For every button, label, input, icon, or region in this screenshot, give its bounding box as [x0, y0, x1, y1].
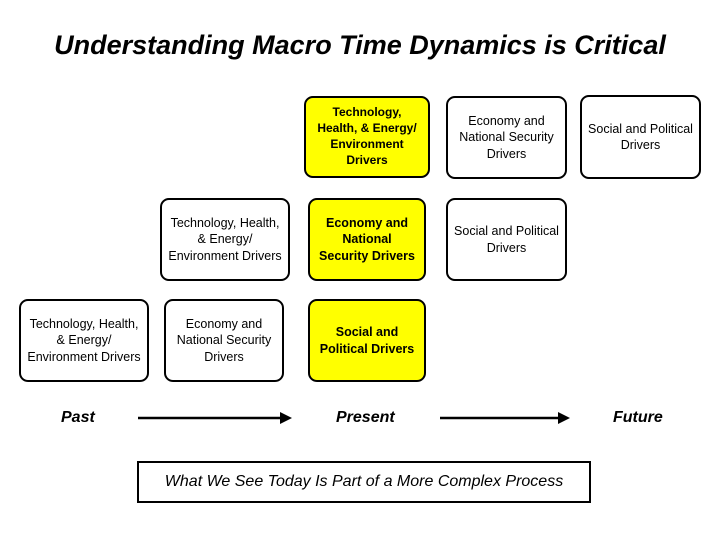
box-future-economy: Economy and National Security Drivers — [446, 96, 567, 179]
box-future-social-mid: Social and Political Drivers — [446, 198, 567, 281]
box-present-social-text: Social and Political Drivers — [319, 325, 415, 356]
box-mid-technology-text: Technology, Health, & Energy/ Environmen… — [168, 215, 282, 263]
timeline-present-label: Present — [336, 409, 395, 426]
box-present-technology-text: Technology, Health, & Energy/ Environmen… — [317, 105, 417, 167]
box-mid-technology: Technology, Health, & Energy/ Environmen… — [160, 198, 290, 281]
box-present-technology: Technology, Health, & Energy/ Environmen… — [304, 96, 430, 178]
timeline-arrow-right — [440, 412, 570, 424]
box-past-economy: Economy and National Security Drivers — [164, 299, 284, 382]
box-past-technology: Technology, Health, & Energy/ Environmen… — [19, 299, 149, 382]
timeline-arrow-left — [138, 412, 292, 424]
timeline-future-label: Future — [613, 409, 663, 426]
box-future-social-top: Social and Political Drivers — [580, 95, 701, 179]
box-past-economy-text: Economy and National Security Drivers — [176, 316, 272, 364]
timeline-past-label: Past — [61, 409, 95, 426]
summary-banner: What We See Today Is Part of a More Comp… — [137, 461, 591, 503]
box-future-economy-text: Economy and National Security Drivers — [459, 113, 554, 161]
box-future-social-top-text: Social and Political Drivers — [588, 121, 693, 153]
box-future-social-mid-text: Social and Political Drivers — [454, 224, 559, 255]
slide-title: Understanding Macro Time Dynamics is Cri… — [54, 30, 666, 60]
summary-banner-text: What We See Today Is Part of a More Comp… — [164, 473, 564, 490]
box-present-economy: Economy and National Security Drivers — [308, 198, 426, 281]
box-present-social: Social and Political Drivers — [308, 299, 426, 382]
box-past-technology-text: Technology, Health, & Energy/ Environmen… — [27, 316, 141, 364]
box-present-economy-text: Economy and National Security Drivers — [319, 215, 415, 263]
